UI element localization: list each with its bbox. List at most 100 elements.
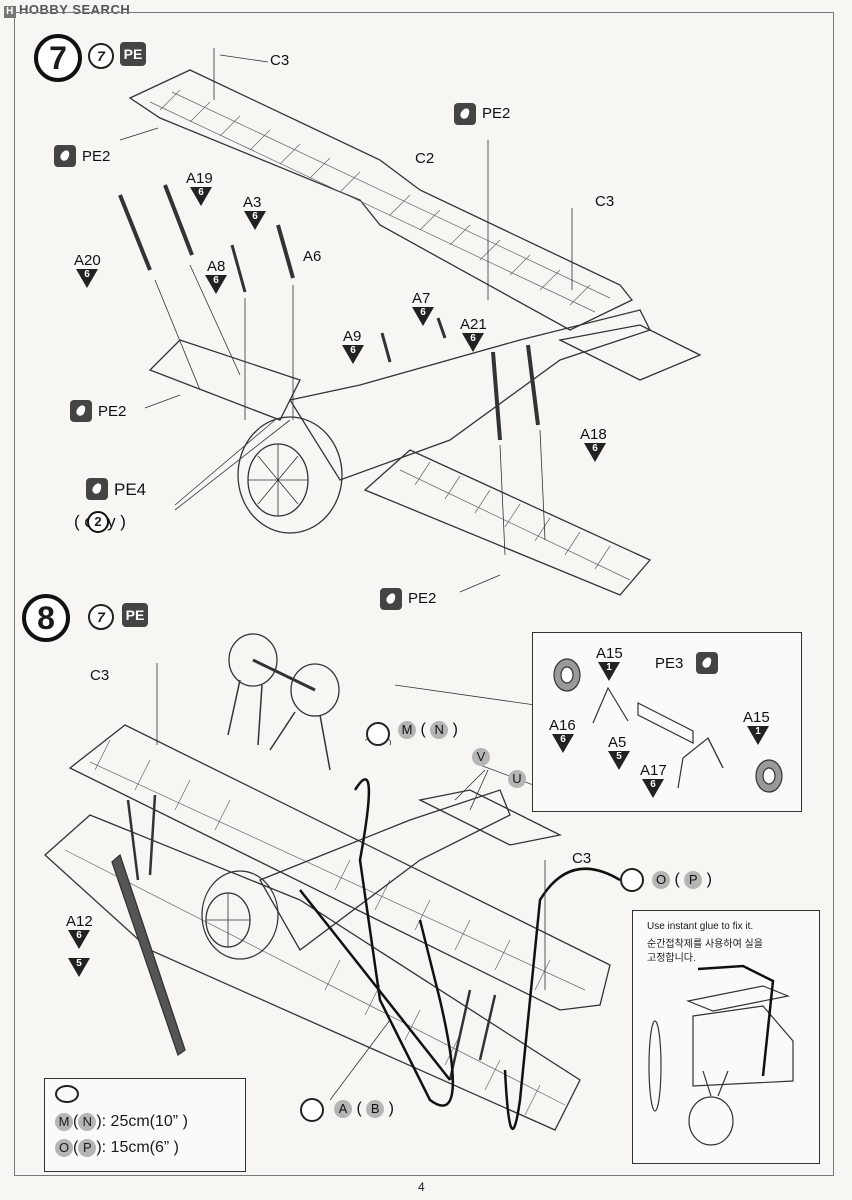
legend-m: M [55, 1113, 73, 1131]
step-7-number: 7 [34, 34, 82, 82]
wire-label-m-n: M ( N ) [398, 721, 458, 739]
wheel-left [228, 633, 278, 687]
step-8-number: 8 [22, 594, 70, 642]
inset-drawing [553, 658, 783, 793]
legend-row1-text: : 25cm(10” ) [101, 1113, 188, 1130]
label-a20: A20 [74, 252, 101, 269]
sprue-triangle: 5 [608, 751, 630, 770]
wire-spool-icon [300, 1098, 324, 1122]
page-number: 4 [418, 1180, 425, 1194]
label-pe2: PE2 [82, 148, 111, 165]
photo-etch-icon [696, 652, 718, 674]
label-a16: A16 [549, 717, 576, 734]
wheel-assembly-inset [532, 632, 802, 812]
upper-wing-8 [68, 724, 611, 1011]
label-pe3: PE3 [655, 655, 684, 672]
label-a15: A15 [743, 709, 770, 726]
label-a3: A3 [243, 194, 262, 211]
sprue-triangle: 6 [244, 211, 266, 230]
legend-row2-text: : 15cm(6” ) [101, 1139, 179, 1156]
label-a15: A15 [596, 645, 623, 662]
wire-o: O [652, 871, 670, 889]
sprue-triangle: 6 [342, 345, 364, 364]
photo-etch-icon [54, 145, 76, 167]
glue-note-drawing [648, 964, 794, 1146]
label-a7: A7 [412, 290, 431, 307]
cement-icon: 7 [88, 43, 114, 69]
upper-wing-7 [128, 69, 634, 331]
sprue-triangle: 6 [412, 307, 434, 326]
wheel-right [290, 663, 340, 717]
wire-p: P [684, 871, 703, 889]
sprue-triangle: 1 [598, 662, 620, 681]
photo-etch-icon [454, 103, 476, 125]
thread-spool-icon [55, 1085, 79, 1103]
pe-badge: PE [120, 42, 146, 66]
wire-n: N [430, 721, 449, 739]
engine-cowl-8 [201, 870, 279, 960]
label-pe2: PE2 [482, 105, 511, 122]
sprue-triangle: 6 [462, 333, 484, 352]
sprue-triangle: 6 [642, 779, 664, 798]
sprue-triangle: 6 [552, 734, 574, 753]
sprue-triangle: 6 [584, 443, 606, 462]
label-c3: C3 [90, 667, 110, 684]
legend-p: P [78, 1139, 97, 1157]
label-c3: C3 [572, 850, 592, 867]
legend-row-m-n: M(N): 25cm(10” ) [55, 1113, 188, 1131]
wire-length-legend: M(N): 25cm(10” ) O(P): 15cm(6” ) [44, 1078, 246, 1172]
cement-icon: 7 [88, 604, 114, 630]
sprue-triangle: 6 [76, 269, 98, 288]
wire-label-a-b: A ( B ) [334, 1100, 394, 1118]
label-a19: A19 [186, 170, 213, 187]
glue-note-ko-1: 순간접착제를 사용하여 실을 [647, 939, 763, 950]
label-c3: C3 [270, 52, 290, 69]
tailplane-8 [418, 789, 562, 846]
wire-a: A [334, 1100, 352, 1118]
label-a21: A21 [460, 316, 487, 333]
lower-wing-left-7 [148, 339, 301, 421]
label-a12: A12 [66, 913, 93, 930]
mark-v: V [472, 748, 490, 766]
photo-etch-icon [380, 588, 402, 610]
label-a17: A17 [640, 762, 667, 779]
legend-n: N [78, 1113, 97, 1131]
watermark-text: HOBBY SEARCH [19, 2, 131, 17]
wire-b: B [366, 1100, 385, 1118]
label-pe4: PE4 [114, 480, 147, 499]
sprue-triangle: 1 [747, 726, 769, 745]
sprue-triangle: 5 [68, 958, 90, 977]
variant-circle: 2 [87, 511, 109, 533]
wire-m: M [398, 721, 416, 739]
label-pe2: PE2 [408, 590, 437, 607]
watermark-logo: H [4, 6, 16, 18]
glue-note-ko-2: 고정합니다. [647, 953, 696, 964]
mark-u: U [508, 770, 526, 788]
label-a18: A18 [580, 426, 607, 443]
photo-etch-icon [70, 400, 92, 422]
legend-o: O [55, 1139, 73, 1157]
label-pe2: PE2 [98, 403, 127, 420]
lower-wing-right-7 [363, 449, 652, 596]
label-a9: A9 [343, 328, 362, 345]
sprue-triangle: 6 [190, 187, 212, 206]
legend-row-o-p: O(P): 15cm(6” ) [55, 1139, 179, 1157]
label-a5: A5 [608, 734, 627, 751]
label-c3: C3 [595, 193, 615, 210]
page-frame [14, 12, 834, 1176]
sprue-triangle: 6 [68, 930, 90, 949]
label-a6: A6 [303, 248, 322, 265]
engine-cowl-7 [237, 416, 343, 534]
label-c2: C2 [415, 150, 435, 167]
fuselage-8 [259, 789, 511, 951]
label-a8: A8 [207, 258, 226, 275]
sprue-triangle: 6 [205, 275, 227, 294]
wire-spool-icon [366, 722, 390, 746]
tailplane-7 [557, 324, 702, 381]
wire-label-o-p: O ( P ) [652, 871, 712, 889]
pe-badge: PE [122, 603, 148, 627]
photo-etch-icon [86, 478, 108, 500]
glue-note-en: Use instant glue to fix it. [647, 921, 754, 932]
